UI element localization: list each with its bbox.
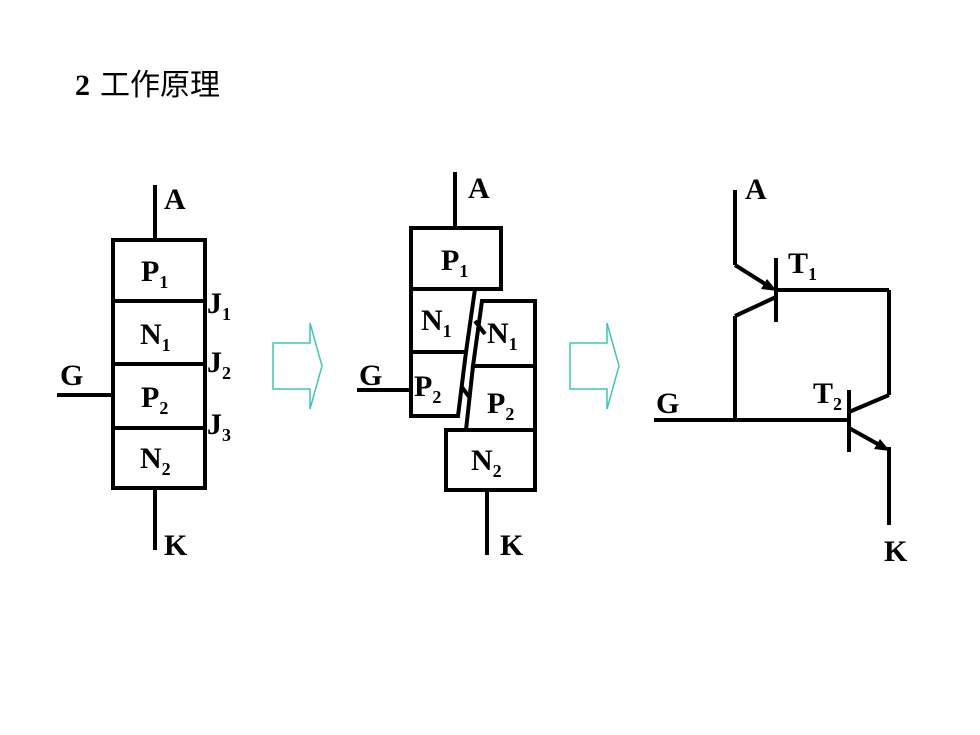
split-label-p2-lower: P2 [487, 387, 514, 424]
right-arrow-icon [272, 322, 323, 410]
layer-n2 [111, 426, 207, 490]
layer-label-p1: P1 [141, 255, 168, 292]
right-arrow-icon [569, 322, 620, 410]
junction-label-j1: J1 [207, 287, 231, 324]
split-label-n2: N2 [471, 444, 502, 481]
cathode-label: K [500, 529, 524, 562]
t1-label: T1 [788, 247, 817, 284]
split-layer-p1 [409, 226, 503, 291]
layer-label-n1: N1 [140, 318, 171, 355]
layer-label-p2: P2 [141, 381, 168, 418]
split-label-p2-upper: P2 [414, 370, 441, 407]
gate-label: G [656, 387, 679, 420]
anode-label: A [745, 173, 767, 206]
anode-label: A [164, 183, 186, 216]
connection-tick [459, 384, 472, 400]
split-layer-p2-upper [409, 350, 469, 418]
cathode-label: K [164, 529, 188, 562]
split-label-n1-upper: N1 [421, 304, 452, 341]
layer-label-n2: N2 [140, 442, 171, 479]
t2-label: T2 [813, 377, 842, 414]
structure-diagram: A K G P1 N1 P2 N2 J1 J2 J3 [57, 183, 231, 562]
split-label-n1-lower: N1 [487, 317, 518, 354]
t1-emitter [733, 263, 772, 289]
split-layer-n2 [444, 428, 537, 492]
gate-label: G [359, 359, 382, 392]
connection-tick [473, 319, 487, 336]
layer-n1 [111, 299, 207, 366]
split-label-p1: P1 [441, 244, 468, 281]
t1-collector [734, 295, 777, 318]
equivalent-circuit: A K G T1 T2 [654, 173, 908, 568]
cathode-label: K [884, 535, 908, 568]
junction-label-j3: J3 [207, 408, 231, 445]
anode-label: A [468, 172, 490, 205]
split-diagram: A K G P1 N1 P2 N1 P2 N2 [357, 172, 537, 562]
gate-label: G [60, 359, 83, 392]
page-title: 2 工作原理 [75, 60, 220, 104]
t2-collector [848, 393, 890, 414]
section-title: 工作原理 [100, 69, 220, 102]
t2-emitter-arrow-icon [874, 439, 890, 451]
junction-label-j2: J2 [207, 346, 231, 383]
layer-p1 [111, 238, 207, 303]
t1-emitter-arrow-icon [761, 279, 777, 291]
section-number: 2 [75, 69, 90, 102]
